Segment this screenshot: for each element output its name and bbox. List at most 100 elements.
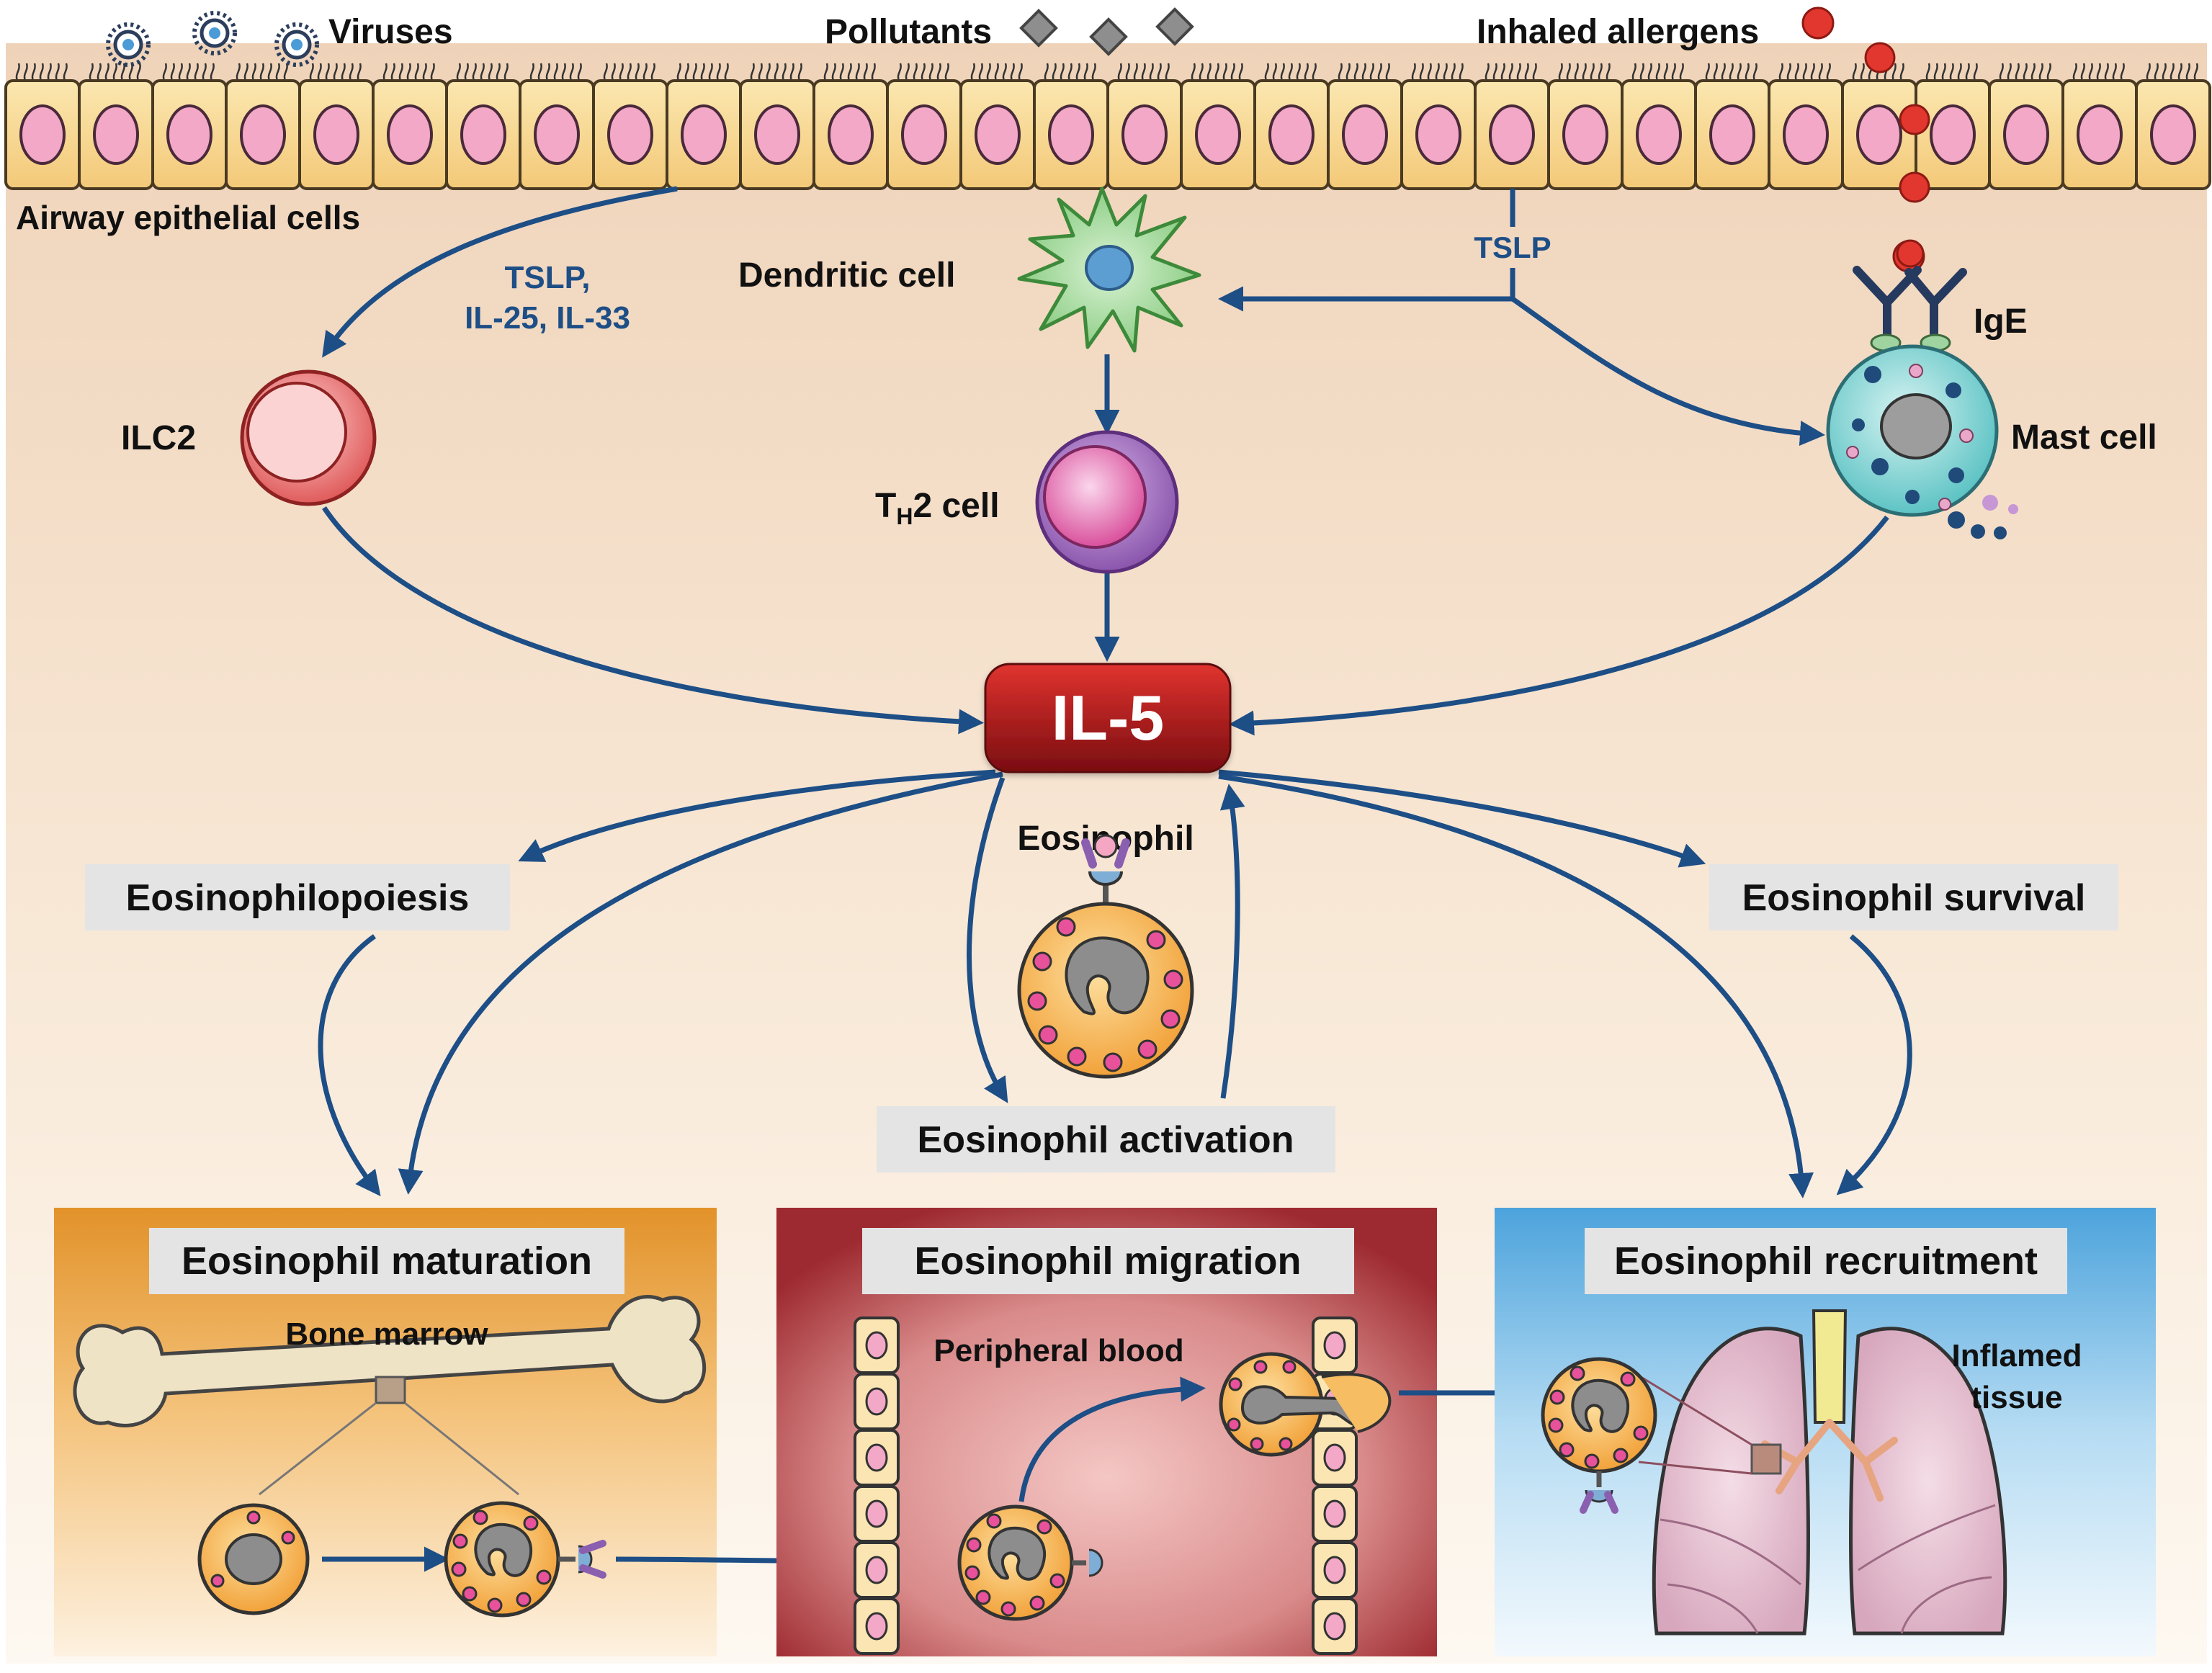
viruses-label: Viruses — [328, 13, 453, 51]
pollutant-particle-icons — [1019, 7, 1194, 56]
tissue-label: tissue — [1971, 1380, 2062, 1415]
poiesis-box: Eosinophilopoiesis — [85, 864, 510, 930]
endothelial-cell — [1312, 1597, 1358, 1655]
virus-icon — [192, 11, 237, 55]
epithelial-cell — [225, 63, 301, 190]
epithelium-label: Airway epithelial cells — [16, 199, 360, 236]
dendritic-cell — [1017, 187, 1201, 353]
epithelial-cell — [1547, 63, 1624, 190]
th2-cell — [1035, 430, 1179, 574]
migration-panel: Eosinophil migration Peripheral blood — [776, 1208, 1546, 1656]
mast-cell — [1826, 344, 2018, 539]
arrow-ilc2-to-il5 — [322, 506, 984, 735]
migration-title: Eosinophil migration — [915, 1239, 1302, 1283]
recruitment-panel: Eosinophil recruitment Inflamed tissue — [1495, 1208, 2156, 1656]
epithelial-cell — [1033, 63, 1109, 190]
epithelial-cell — [592, 63, 668, 190]
eosinophil-icon — [1017, 834, 1194, 1079]
epithelial-cell — [886, 63, 962, 190]
maturation-title: Eosinophil maturation — [182, 1239, 592, 1283]
arrow-activation-to-il5 — [1219, 784, 1245, 1099]
epithelial-cell — [812, 63, 889, 190]
lungs-icon — [1638, 1309, 2007, 1636]
endothelial-cell — [1312, 1485, 1358, 1543]
arrow-il5-to-maturation — [398, 771, 1003, 1195]
epithelial-cell — [4, 63, 81, 190]
il5-label: IL-5 — [1052, 682, 1164, 753]
epithelial-cell — [1474, 63, 1550, 190]
circulating-eosinophil-icon — [957, 1504, 1103, 1621]
ige-label: IgE — [1974, 302, 2028, 341]
bone-marrow-label: Bone marrow — [285, 1317, 488, 1352]
epithelial-cell — [666, 63, 742, 190]
allergen-particle-icon — [1801, 6, 1835, 40]
virus-icon — [274, 22, 319, 67]
epithelial-cell — [298, 63, 375, 190]
activation-box: Eosinophil activation — [877, 1106, 1335, 1172]
epithelial-cell — [445, 63, 521, 190]
recruitment-title: Eosinophil recruitment — [1614, 1239, 2038, 1283]
ige-antibody-icon — [1853, 239, 1967, 352]
endothelial-cell — [1312, 1541, 1358, 1599]
blood-vessel-wall-left — [854, 1317, 900, 1655]
ilc2-label: ILC2 — [121, 419, 196, 457]
allergen-particle-icon — [1899, 104, 1930, 135]
epithelial-cell — [519, 63, 595, 190]
epithelial-cell — [739, 63, 815, 190]
dendritic-cell-label: Dendritic cell — [738, 256, 955, 295]
virus-icon-group — [106, 11, 319, 67]
epithelial-cell — [151, 63, 228, 190]
il5-hub — [984, 663, 1232, 773]
endothelial-cell — [1312, 1429, 1358, 1486]
il25-il33-label: IL-25, IL-33 — [465, 300, 630, 336]
epithelial-cell — [1327, 63, 1403, 190]
allergen-particle-icon — [1864, 42, 1896, 73]
allergens-label: Inhaled allergens — [1477, 13, 1759, 51]
tissue-eosinophil-icon — [1541, 1357, 1657, 1514]
arrow-il5-to-poiesis — [518, 769, 996, 862]
survival-box: Eosinophil survival — [1709, 864, 2118, 930]
endothelial-cell — [854, 1373, 900, 1430]
allergen-particle-icon — [1899, 171, 1930, 203]
arrow-il5-to-survival — [1218, 769, 1706, 868]
tslp-label: TSLP, — [504, 260, 590, 295]
arrow-il5-to-activation — [967, 776, 1008, 1103]
transmigrating-eosinophil-icon — [1219, 1352, 1392, 1457]
arrow-survival-to-recruitment — [1836, 934, 1912, 1196]
epithelial-cell — [1988, 63, 2064, 190]
arrow-tslp-to-mast — [1510, 297, 1825, 447]
epithelial-cell — [1106, 63, 1183, 190]
tslp-label-right: TSLP — [1474, 230, 1551, 264]
pollutant-particle-icon — [1155, 7, 1194, 46]
mast-cell-label: Mast cell — [2011, 418, 2157, 457]
epithelial-cell — [959, 63, 1036, 190]
peripheral-blood-label: Peripheral blood — [933, 1333, 1183, 1368]
survival-label: Eosinophil survival — [1742, 877, 2086, 919]
epithelial-cell — [1621, 63, 1697, 190]
immature-eosinophil-icon — [197, 1503, 310, 1615]
epithelial-cell — [1841, 63, 1917, 190]
activation-label: Eosinophil activation — [918, 1119, 1294, 1161]
th2-cell-label: TH2 cell — [875, 487, 1000, 529]
poiesis-label: Eosinophilopoiesis — [126, 877, 470, 919]
inflamed-label: Inflamed — [1952, 1338, 2082, 1373]
blood-vessel-wall-right — [1312, 1317, 1358, 1655]
epithelial-cell — [372, 63, 448, 190]
pollutants-label: Pollutants — [825, 13, 992, 51]
arrow-mast-to-il5 — [1229, 515, 1889, 736]
endothelial-cell — [854, 1317, 900, 1374]
arrow-poiesis-to-maturation — [318, 934, 381, 1197]
epithelial-cell — [78, 63, 154, 190]
ilc2-cell — [240, 369, 377, 506]
pathway-arrows — [318, 186, 1912, 1198]
epithelial-cell — [1694, 63, 1770, 190]
epithelial-cell — [2135, 63, 2211, 190]
epithelial-cell — [2061, 63, 2138, 190]
arrow-epithelium-to-ilc2 — [322, 186, 678, 358]
virus-icon — [106, 22, 151, 67]
epithelial-cell — [1400, 63, 1477, 190]
bone-icon — [73, 1295, 707, 1427]
endothelial-cell — [854, 1485, 900, 1543]
endothelial-cell — [854, 1429, 900, 1486]
